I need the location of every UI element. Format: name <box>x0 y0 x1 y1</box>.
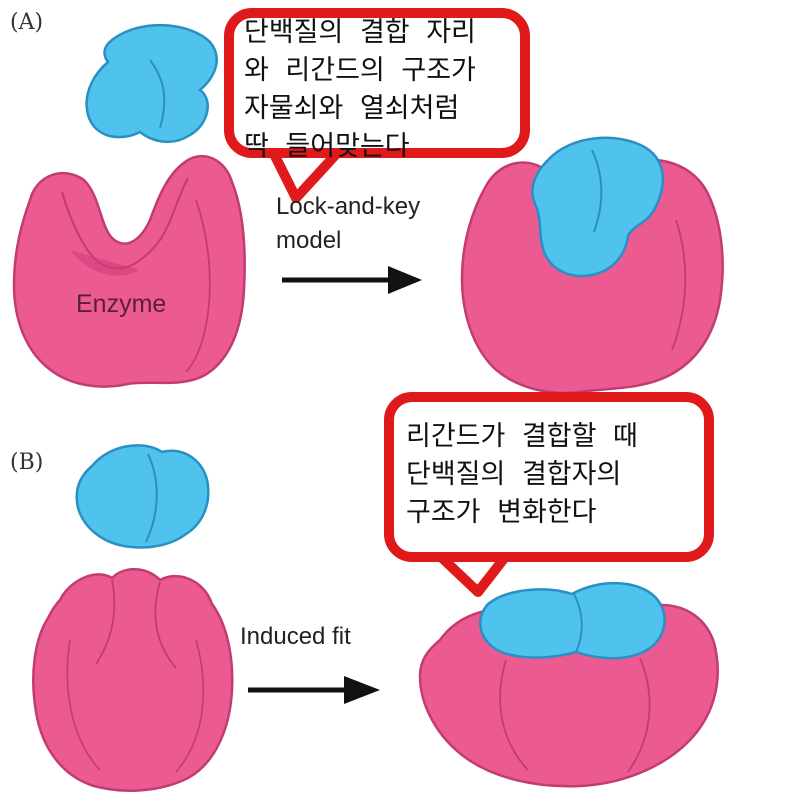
ligand-a-right-seam <box>591 149 603 233</box>
enzyme-a-left-pocket <box>61 177 189 270</box>
enzyme-b-left-seam-2 <box>154 581 177 669</box>
ligand-a-left-seam <box>149 59 166 129</box>
callout-a-text: 단백질의 결합 자리 와 리간드의 구조가 자물쇠와 열쇠처럼 딱 들어맞는다 <box>244 17 476 162</box>
enzyme-a-left-seam <box>185 199 211 373</box>
enzyme-a-right-seam <box>671 219 687 351</box>
panel-a-label: (A) <box>10 10 44 35</box>
enzyme-b-left <box>32 568 234 792</box>
ligand-a-left <box>85 23 218 144</box>
callout-a <box>224 8 530 158</box>
ligand-b-right-seam <box>573 593 583 653</box>
ligand-a-right <box>531 136 665 278</box>
enzyme-b-right-seam-1 <box>499 659 529 771</box>
ligand-b-left <box>75 444 210 549</box>
enzyme-label: Enzyme <box>76 290 167 318</box>
ligand-b-left-seam <box>145 453 158 543</box>
enzyme-b-left-seam-4 <box>175 639 204 773</box>
enzyme-a-left-shade <box>70 250 140 276</box>
arrow-a-label: Lock-and-key model <box>276 190 420 258</box>
enzyme-b-left-seam-1 <box>95 579 116 665</box>
ligand-b-right <box>479 582 666 660</box>
callout-b-text: 리간드가 결합할 때 단백질의 결합자의 구조가 변화한다 <box>406 421 638 528</box>
arrow-a-label-line-1: Lock-and-key <box>276 193 421 220</box>
enzyme-b-left-seam-3 <box>66 639 101 771</box>
arrow-b-head <box>344 676 380 704</box>
arrow-b-label: Induced fit <box>240 623 351 650</box>
arrow-a-label-line-2: model <box>276 227 342 254</box>
enzyme-b-right-seam-2 <box>627 657 651 773</box>
panel-b-label: (B) <box>10 450 44 475</box>
arrow-a-head <box>388 266 422 294</box>
callout-b <box>384 392 714 562</box>
